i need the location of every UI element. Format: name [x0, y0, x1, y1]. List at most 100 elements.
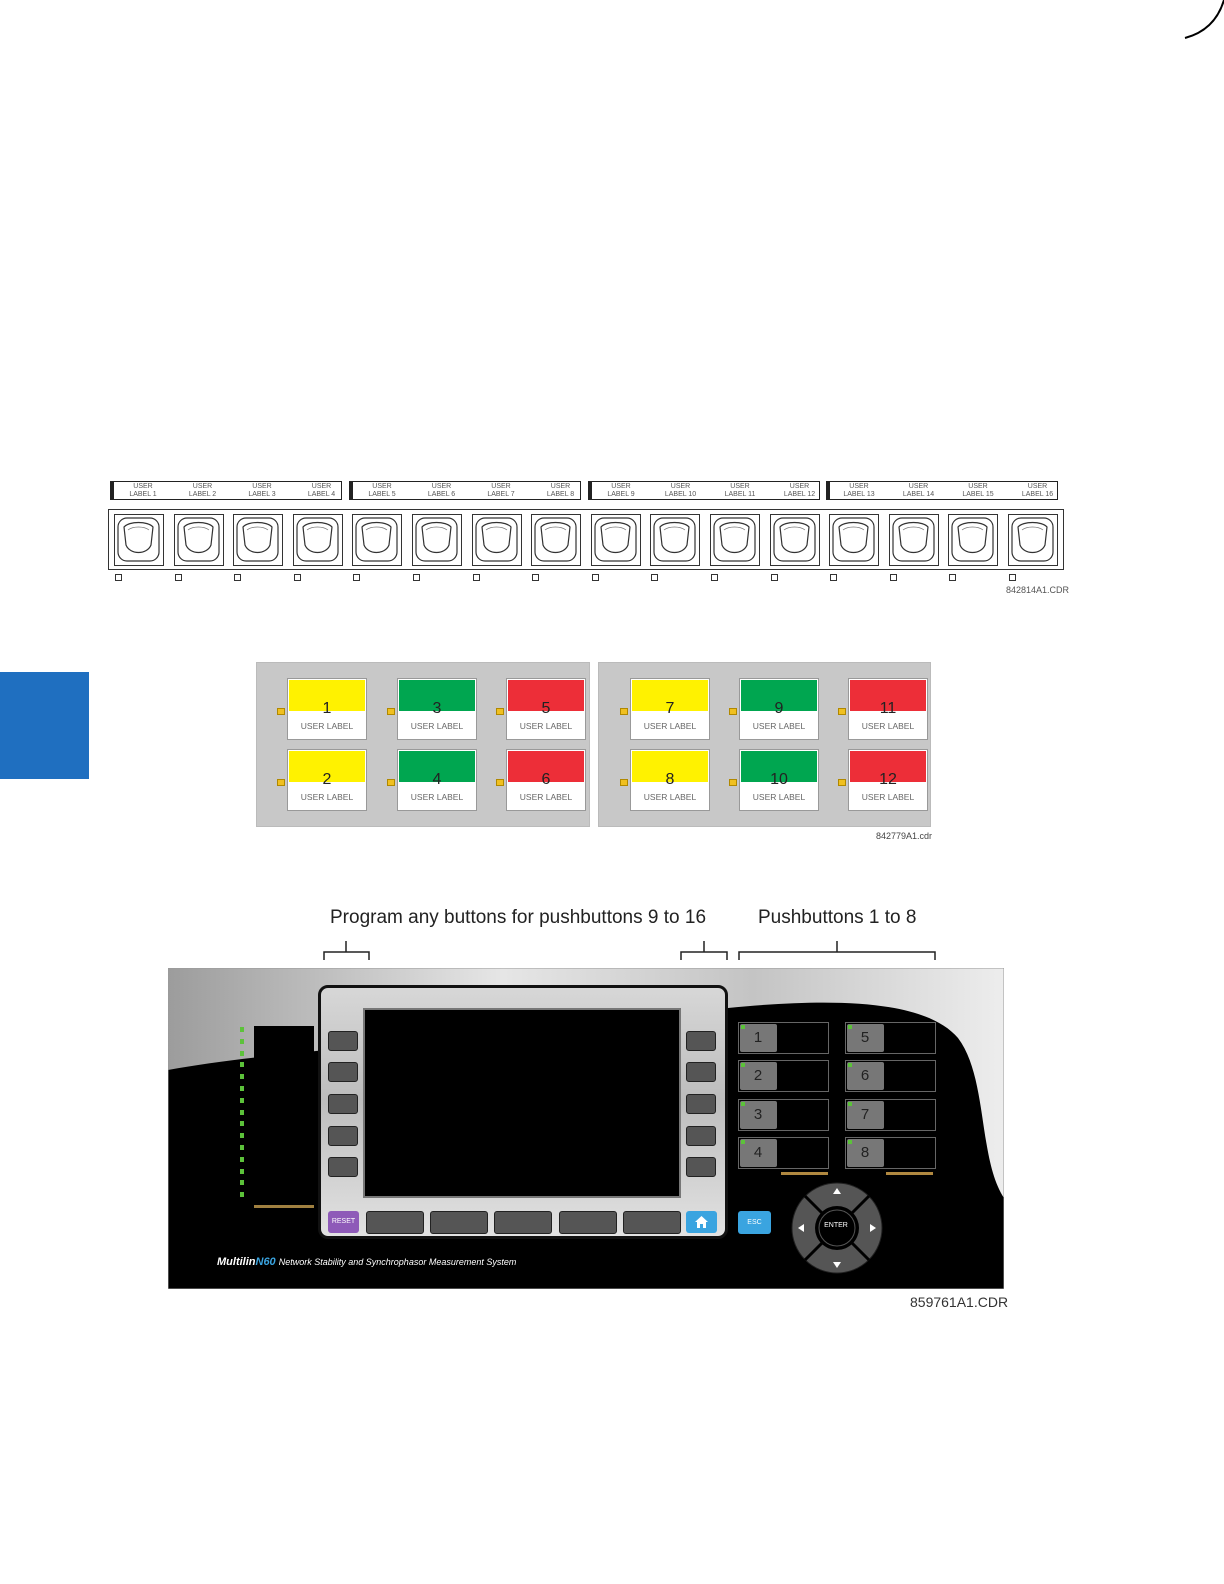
front-pushbutton-7[interactable]: 7	[845, 1099, 936, 1131]
front-pushbutton-6[interactable]: 6	[845, 1060, 936, 1092]
navigation-pad[interactable]	[790, 1182, 884, 1276]
soft-key-left-5[interactable]	[328, 1157, 358, 1177]
pushbutton-number: 7	[860, 1106, 870, 1123]
soft-key-right-4[interactable]	[686, 1126, 716, 1146]
user-pushbutton-8[interactable]	[531, 514, 582, 566]
soft-key-left-4[interactable]	[328, 1126, 358, 1146]
user-pushbutton-2[interactable]	[173, 514, 224, 566]
arrow-up-icon[interactable]	[833, 1188, 841, 1194]
pushbutton-led-indicator	[496, 708, 504, 715]
pushbutton-user-label: USER LABEL	[300, 721, 354, 731]
pushbutton-user-label: USER LABEL	[410, 721, 464, 731]
soft-key-bottom-2[interactable]	[430, 1211, 489, 1234]
pushbutton-led-13	[830, 574, 838, 581]
caption-pushbuttons-1-8: Pushbuttons 1 to 8	[758, 907, 917, 928]
soft-key-right-3[interactable]	[686, 1094, 716, 1114]
pushbutton-number: 5	[860, 1029, 870, 1046]
pushbutton-number: 8	[665, 771, 675, 788]
user-pushbutton-6[interactable]	[412, 514, 462, 566]
product-brand: MultilinN60 Network Stability and Synchr…	[217, 1256, 516, 1268]
reset-button[interactable]: RESET	[328, 1211, 359, 1233]
pushbutton-cap-icon	[415, 517, 458, 562]
user-pushbutton-15[interactable]	[948, 514, 999, 566]
pushbutton-led-indicator	[387, 779, 395, 786]
soft-key-bottom-3[interactable]	[494, 1211, 553, 1234]
user-pushbutton-14[interactable]	[888, 514, 939, 566]
front-pushbutton-8[interactable]: 8	[845, 1137, 936, 1169]
pushbutton-key	[740, 1024, 777, 1052]
soft-key-right-1[interactable]	[686, 1031, 716, 1051]
user-pushbutton-16[interactable]	[1008, 514, 1058, 566]
soft-key-bottom-1[interactable]	[366, 1211, 424, 1234]
label-strip-left	[781, 1172, 828, 1175]
user-label-2: USER LABEL 2	[188, 483, 217, 498]
user-pushbutton-3[interactable]	[233, 514, 284, 566]
soft-key-right-2[interactable]	[686, 1062, 716, 1082]
pushbutton-led-12	[770, 574, 778, 581]
pushbutton-led-3	[234, 574, 242, 581]
user-pushbutton-12[interactable]	[769, 514, 820, 566]
pushbutton-number: 3	[753, 1106, 763, 1123]
soft-key-bottom-5[interactable]	[622, 1211, 681, 1234]
front-pushbutton-3[interactable]: 3	[738, 1099, 829, 1131]
front-pushbutton-2[interactable]: 2	[738, 1060, 829, 1092]
pushbutton-key	[847, 1024, 884, 1052]
pushbutton-color-field	[508, 751, 584, 782]
user-pushbutton-7[interactable]	[471, 514, 522, 566]
home-button[interactable]	[686, 1211, 717, 1233]
pushbutton-cap-icon	[296, 517, 339, 562]
user-pushbutton-13[interactable]	[829, 514, 880, 566]
pushbutton-number: 6	[541, 771, 551, 788]
user-pushbutton-9[interactable]	[590, 514, 641, 566]
pushbutton-cap-icon	[117, 517, 160, 562]
soft-key-left-1[interactable]	[328, 1031, 358, 1051]
pushbutton-led	[741, 1063, 745, 1067]
user-pushbutton-5[interactable]	[352, 514, 403, 566]
pushbutton-key	[847, 1101, 884, 1129]
pushbutton-key	[847, 1139, 884, 1167]
front-pushbutton-5[interactable]: 5	[845, 1022, 936, 1054]
pushbutton-led-14	[889, 574, 897, 581]
arrow-right-icon[interactable]	[870, 1224, 876, 1232]
pushbutton-cap-icon	[772, 517, 816, 562]
user-label-12: USER LABEL 12	[783, 483, 816, 498]
pushbutton-user-label: USER LABEL	[643, 721, 697, 731]
pushbutton-led-1	[115, 574, 122, 581]
pushbutton-color-field	[508, 680, 584, 711]
arrow-left-icon[interactable]	[798, 1224, 804, 1232]
user-pushbutton-4[interactable]	[292, 514, 343, 566]
front-pushbutton-1[interactable]: 1	[738, 1022, 829, 1054]
front-pushbutton-4[interactable]: 4	[738, 1137, 829, 1169]
user-label-16: USER LABEL 16	[1021, 483, 1054, 498]
user-pushbutton-11[interactable]	[710, 514, 760, 566]
enter-button[interactable]: ENTER	[824, 1222, 848, 1229]
arrow-down-icon[interactable]	[833, 1262, 841, 1268]
soft-key-left-3[interactable]	[328, 1094, 358, 1114]
user-pushbutton-1[interactable]	[114, 514, 164, 566]
status-led	[240, 1038, 244, 1044]
pushbutton-number: 10	[770, 771, 788, 788]
soft-key-bottom-4[interactable]	[558, 1211, 617, 1234]
pushbutton-number: 1	[753, 1029, 763, 1046]
soft-key-right-5[interactable]	[686, 1157, 716, 1177]
soft-key-left-2[interactable]	[328, 1062, 358, 1082]
user-label-1: USER LABEL 1	[129, 483, 157, 498]
esc-button[interactable]: ESC	[738, 1211, 771, 1234]
status-led	[240, 1050, 244, 1056]
user-pushbutton-10[interactable]	[650, 514, 701, 566]
caption-programmable-buttons: Program any buttons for pushbuttons 9 to…	[330, 907, 707, 928]
